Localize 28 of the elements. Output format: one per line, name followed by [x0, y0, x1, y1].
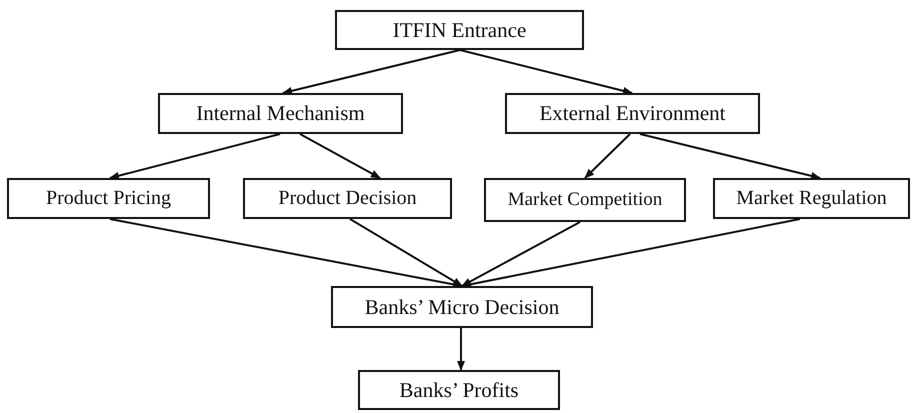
process-box: [331, 286, 593, 328]
box-label: Internal Mechanism: [196, 101, 365, 126]
box-label: Product Decision: [278, 187, 417, 210]
process-box: [243, 178, 452, 219]
arrow: [461, 221, 580, 287]
arrow: [584, 133, 631, 179]
process-box: [484, 178, 686, 222]
box-label: Product Pricing: [46, 187, 171, 210]
box-label: External Environment: [539, 101, 726, 126]
arrow: [300, 133, 381, 179]
box-label: Banks’ Profits: [399, 378, 519, 402]
arrow: [640, 133, 821, 180]
arrow: [282, 49, 460, 95]
process-box: [335, 10, 584, 50]
process-box: [713, 178, 910, 219]
box-label: ITFIN Entrance: [392, 18, 526, 42]
arrow: [457, 328, 465, 371]
process-box: [7, 178, 210, 219]
box-label: Market Regulation: [736, 187, 887, 210]
process-box: [505, 93, 760, 134]
arrow: [460, 49, 633, 95]
arrow: [349, 218, 463, 287]
process-box: [358, 370, 560, 410]
arrow: [109, 133, 280, 180]
box-label: Banks’ Micro Decision: [364, 294, 560, 320]
process-box: [158, 93, 403, 134]
box-label: Market Competition: [508, 189, 662, 211]
arrow: [461, 218, 800, 288]
